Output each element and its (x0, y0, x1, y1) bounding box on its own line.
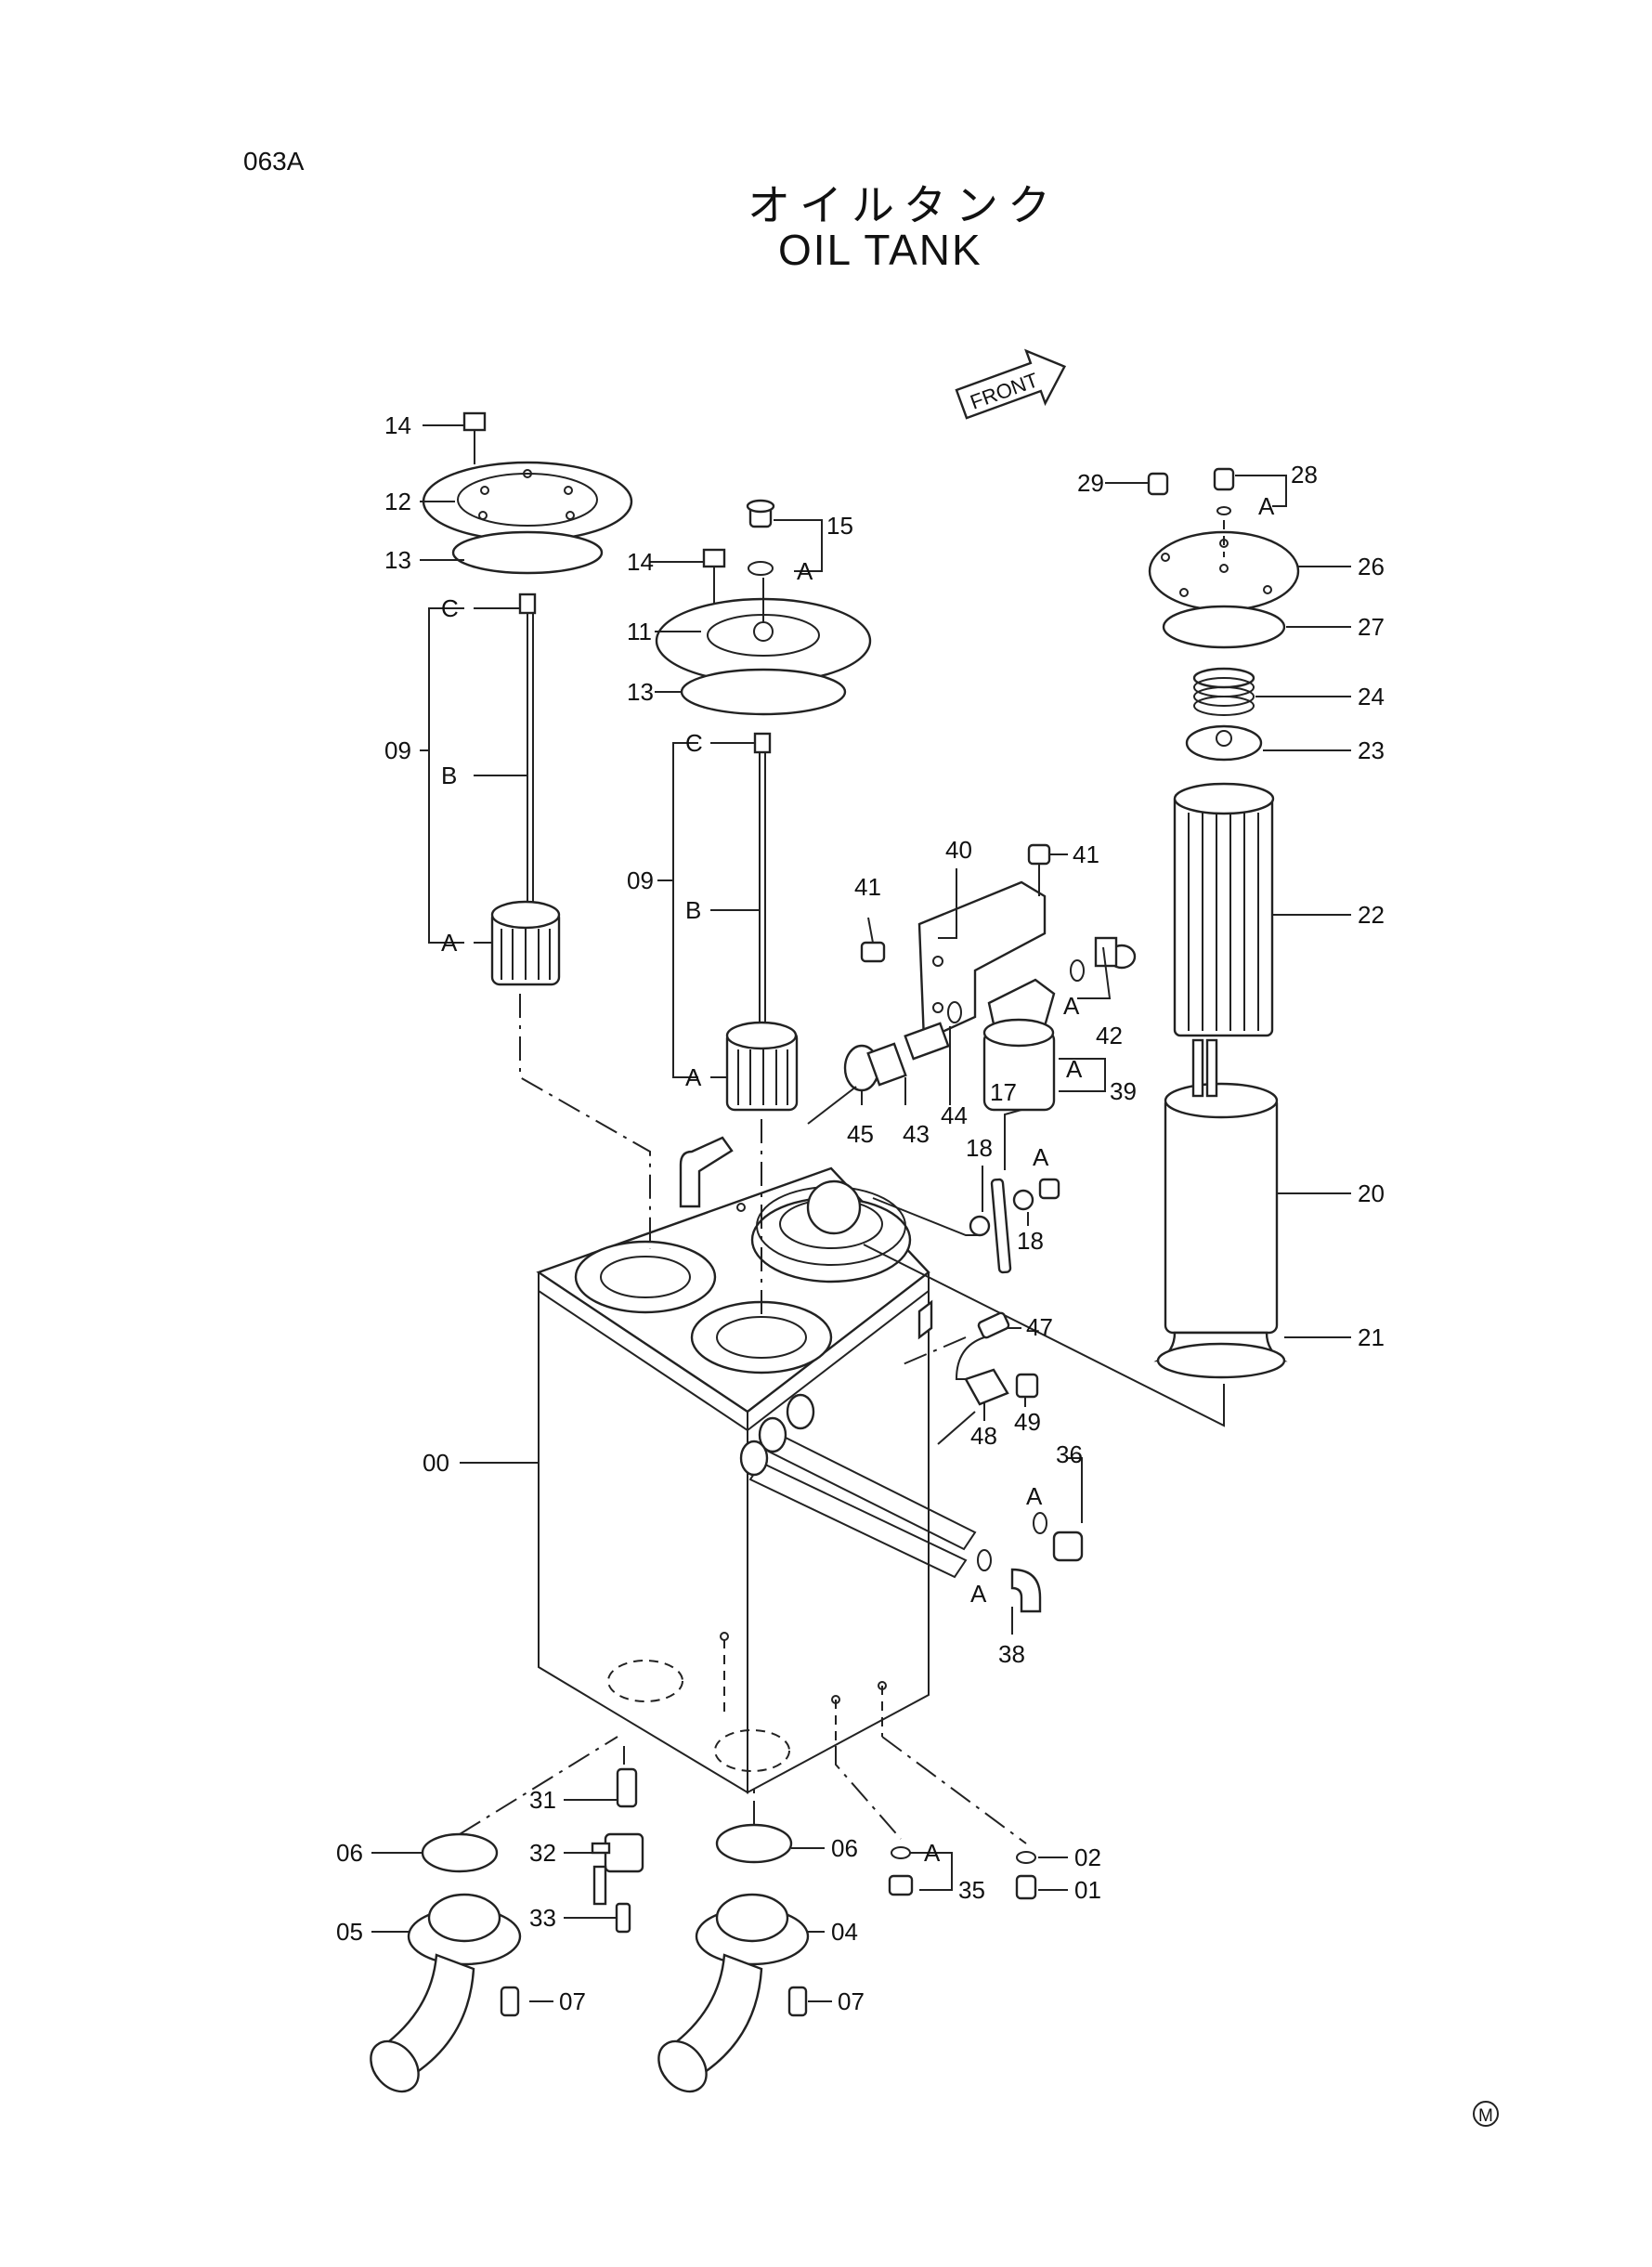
callout-a-39: A (1066, 1055, 1083, 1083)
callout-15: 15 (826, 512, 853, 540)
callout-a-36: A (1026, 1482, 1043, 1510)
left-suction-strainer (422, 411, 651, 1249)
callout-c-middle: C (685, 729, 703, 757)
callout-40: 40 (945, 836, 972, 864)
callout-29: 29 (1077, 469, 1104, 497)
title-japanese: オイルタンク (748, 180, 1060, 230)
callout-13-left: 13 (384, 546, 411, 574)
oil-tank-body (536, 1136, 933, 1794)
m-mark: M (1473, 2101, 1499, 2127)
callout-14-middle: 14 (627, 548, 654, 576)
return-filter-assembly (863, 467, 1300, 1427)
callout-41-right: 41 (1073, 840, 1099, 868)
callout-23: 23 (1358, 736, 1385, 764)
callout-48: 48 (970, 1422, 997, 1450)
callout-06-left: 06 (336, 1839, 363, 1867)
callout-12: 12 (384, 488, 411, 515)
callout-18-bottom: 18 (1017, 1227, 1044, 1255)
callout-35: 35 (958, 1876, 985, 1904)
callout-43: 43 (903, 1120, 930, 1148)
callout-07-left: 07 (559, 1987, 586, 2015)
callout-11: 11 (627, 618, 652, 645)
callout-a-38: A (970, 1580, 987, 1608)
callout-36: 36 (1056, 1440, 1083, 1468)
callout-31: 31 (529, 1786, 556, 1814)
return-pipes (739, 1393, 977, 1579)
callout-18-top: 18 (966, 1134, 993, 1162)
callout-a-35: A (924, 1839, 941, 1867)
page-code: 063A (243, 147, 305, 176)
callout-09-middle: 09 (627, 866, 654, 894)
callout-33: 33 (529, 1904, 556, 1932)
callout-leaders (371, 424, 1351, 2002)
callout-a-28: A (1258, 492, 1275, 520)
middle-suction-strainer (655, 499, 872, 1319)
callout-06-right: 06 (831, 1834, 858, 1862)
callout-a-17: A (1033, 1143, 1049, 1171)
callout-21: 21 (1358, 1323, 1385, 1351)
front-arrow-icon: FRONT (955, 348, 1067, 420)
callout-22: 22 (1358, 901, 1385, 929)
callout-47: 47 (1026, 1313, 1053, 1341)
callout-c-left: C (441, 594, 459, 622)
callout-04: 04 (831, 1918, 858, 1946)
callout-24: 24 (1358, 683, 1385, 710)
callout-42: 42 (1096, 1022, 1123, 1049)
callout-00: 00 (423, 1449, 449, 1477)
callout-05: 05 (336, 1918, 363, 1946)
sensor-assembly (900, 1311, 1039, 1445)
level-gauge-assembly (872, 1178, 1060, 1274)
callout-labels: 14 12 13 C 09 B A 14 15 A 11 13 C 09 B A… (336, 411, 1385, 2015)
callout-09-left: 09 (384, 736, 411, 764)
callout-39: 39 (1110, 1077, 1137, 1105)
callout-41-left: 41 (854, 873, 881, 901)
callout-b-left: B (441, 762, 457, 789)
m-mark-label: M (1478, 2106, 1493, 2126)
callout-49: 49 (1014, 1408, 1041, 1436)
callout-32: 32 (529, 1839, 556, 1867)
callout-14-left: 14 (384, 411, 411, 439)
callout-a-left: A (441, 929, 458, 957)
pilot-filter-assembly (807, 843, 1137, 1125)
callout-13-middle: 13 (627, 678, 654, 706)
callout-44: 44 (941, 1101, 968, 1129)
callout-a-42: A (1063, 992, 1080, 1020)
suction-elbows (370, 1736, 810, 2093)
callout-a-15: A (797, 557, 813, 585)
callout-45: 45 (847, 1120, 874, 1148)
callout-a-middle: A (685, 1063, 702, 1091)
callout-38: 38 (998, 1640, 1025, 1668)
callout-26: 26 (1358, 553, 1385, 580)
drain-valve-assembly (591, 1746, 644, 1934)
port-fittings (977, 1512, 1084, 1613)
callout-02: 02 (1074, 1844, 1101, 1871)
callout-01: 01 (1074, 1876, 1101, 1904)
callout-17: 17 (990, 1078, 1017, 1106)
callout-b-middle: B (685, 896, 701, 924)
callout-28: 28 (1291, 461, 1318, 489)
callout-20: 20 (1358, 1179, 1385, 1207)
callout-27: 27 (1358, 613, 1385, 641)
drain-plugs (835, 1736, 1037, 1900)
title-english: OIL TANK (778, 226, 982, 274)
callout-07-right: 07 (838, 1987, 865, 2015)
